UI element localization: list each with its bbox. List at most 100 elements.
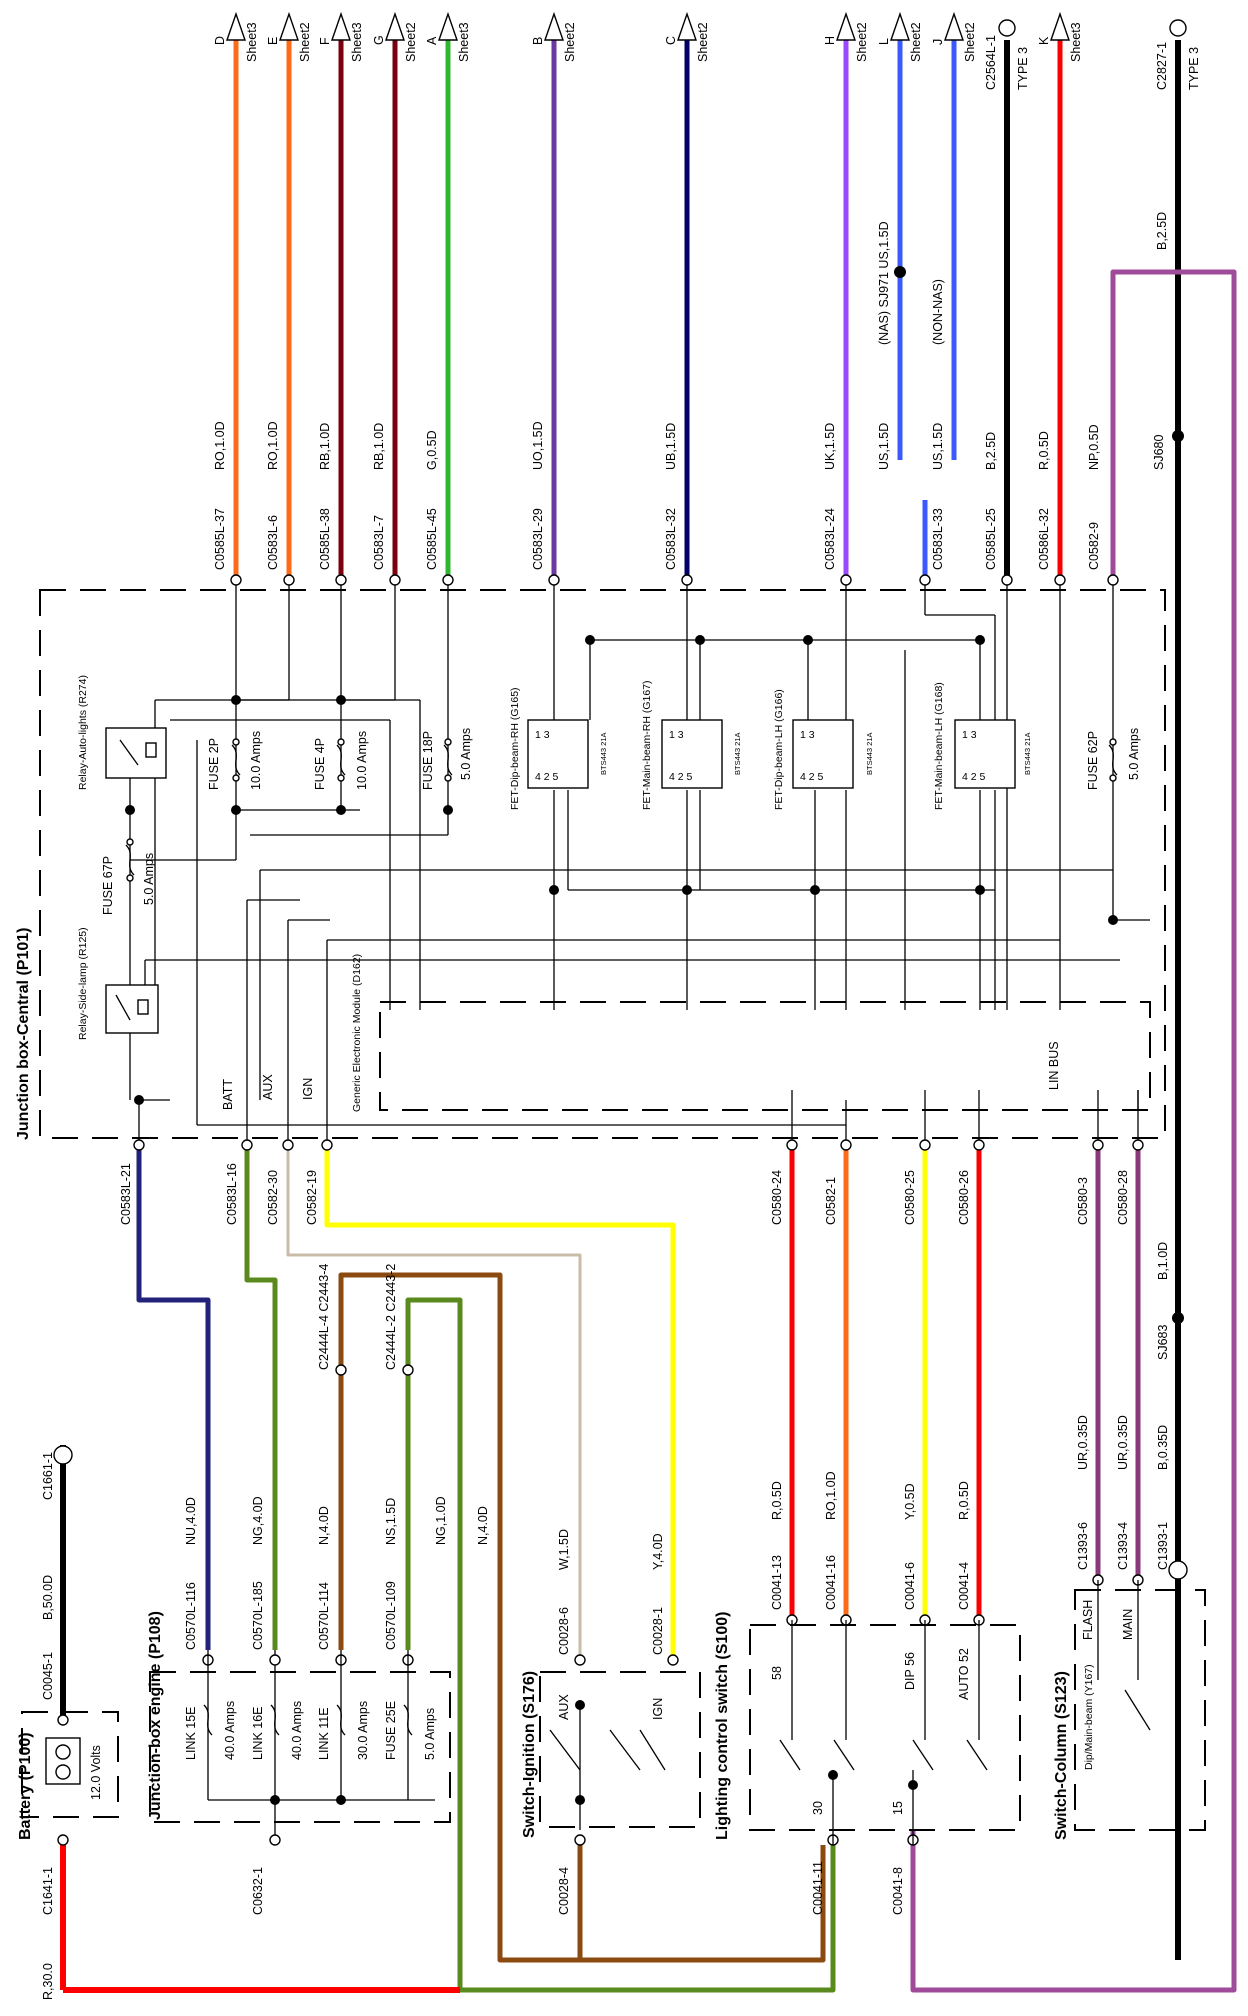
col-ur2: UR,0.35D	[1116, 1415, 1130, 1470]
jbe-link15-name: LINK 15E	[184, 1706, 198, 1760]
connector-pin-icon	[1107, 574, 1119, 586]
fet-main-lh-part: BTS443 21A	[1023, 732, 1032, 775]
fuse-62p-label: FUSE 62P	[1086, 731, 1100, 790]
jbe-fuse25-name: FUSE 25E	[384, 1701, 398, 1760]
connector-pin-icon	[389, 574, 401, 586]
terminal-wire: UO,1.5D	[531, 421, 545, 470]
terminal-wire: B,2.5D	[1155, 212, 1169, 250]
nonnas-label: (NON-NAS)	[931, 279, 945, 345]
labels: Battery (P100) Junction-box engine (P108…	[15, 221, 1170, 2000]
connector-pin-icon	[786, 1139, 798, 1151]
fuse-18p-label: FUSE 18P	[421, 731, 435, 790]
batt-label: BATT	[221, 1079, 235, 1110]
terminal-wire: RO,1.0D	[213, 421, 227, 470]
svg-text:4 2 5: 4 2 5	[535, 771, 559, 783]
ign-ign: IGN	[651, 1698, 665, 1720]
terminal-wire: US,1.5D	[877, 423, 891, 470]
connector-pin-icon	[241, 1139, 253, 1151]
fet-dip-lh-label: FET-Dip-beam-LH (G166)	[773, 689, 785, 810]
connector-pin-icon	[973, 1139, 985, 1151]
terminal-connector: C0585L-37	[213, 508, 227, 570]
ls-c0041-4: C0041-4	[957, 1562, 971, 1610]
svg-text:4 2 5: 4 2 5	[669, 771, 693, 783]
nas-label: (NAS) SJ971 US,1.5D	[877, 221, 891, 345]
terminal-sheet: TYPE 3	[1187, 47, 1201, 90]
col-b035: B,0.35D	[1156, 1425, 1170, 1470]
connector-pin-icon	[282, 1139, 294, 1151]
terminal-sheet: Sheet3	[350, 22, 364, 62]
col-main: MAIN	[1121, 1609, 1135, 1640]
col-flash: FLASH	[1081, 1600, 1095, 1640]
jbe-links	[149, 1650, 451, 1823]
battery-c1641: C1641-1	[41, 1867, 55, 1915]
connector-pin-icon	[57, 1714, 69, 1726]
terminal-wire: G,0.5D	[425, 430, 439, 470]
fuse-4p-label: FUSE 4P	[313, 738, 327, 790]
arrow-up-icon	[331, 11, 351, 41]
fet-dip-rh-part: BTS443 21A	[599, 732, 608, 775]
terminal-letter: J	[931, 39, 945, 45]
relay-auto-lights	[105, 727, 167, 779]
jbe-fuse25-rating: 5.0 Amps	[423, 1708, 437, 1760]
col-sj683: SJ683	[1156, 1325, 1170, 1360]
fuse62-conn: C0582-9	[1087, 522, 1101, 570]
relay-side-label: Relay-Side-lamp (R125)	[77, 927, 89, 1040]
terminal-connector: C0583L-32	[664, 508, 678, 570]
jbe-link11-name: LINK 11E	[317, 1707, 331, 1760]
connector-pin-icon	[840, 1139, 852, 1151]
fuse-67p-label: FUSE 67P	[101, 856, 115, 915]
column-title: Switch-Column (S123)	[1053, 1671, 1070, 1840]
connector-pin-icon	[1092, 1139, 1104, 1151]
ign-y4: Y,4.0D	[651, 1533, 665, 1570]
ignition-switch	[539, 1671, 701, 1830]
arrow-up-icon	[279, 11, 299, 41]
fuse-67p-rating: 5.0 Amps	[142, 853, 156, 905]
svg-text:4 2 5: 4 2 5	[962, 771, 986, 783]
terminal-ring-icon	[1169, 19, 1187, 37]
terminal-connector: C0583L-29	[531, 508, 545, 570]
terminal-wire: RB,1.0D	[318, 423, 332, 470]
connector-pin-icon	[840, 574, 852, 586]
terminal-letter: A	[425, 36, 439, 45]
col-c1393-6: C1393-6	[1076, 1522, 1090, 1570]
connector-pin-icon	[133, 1139, 145, 1151]
n4-label: N,4.0D	[476, 1506, 490, 1545]
connector-pin-icon	[574, 1654, 586, 1666]
jbe-link11-rating: 30.0 Amps	[356, 1701, 370, 1760]
connector-pin-icon	[230, 574, 242, 586]
svg-text:1 3: 1 3	[962, 729, 977, 741]
terminal-sheet: Sheet2	[909, 22, 923, 62]
col-b10: B,1.0D	[1156, 1242, 1170, 1280]
connector-pin-icon	[57, 1834, 69, 1846]
ls-r05a: R,0.5D	[770, 1481, 784, 1520]
jbe-link16-rating: 40.0 Amps	[290, 1701, 304, 1760]
jbe-link16-name: LINK 16E	[251, 1706, 265, 1760]
terminal-connector: C0583L-24	[823, 508, 837, 570]
arrow-up-icon	[226, 11, 246, 41]
battery-c0045: C0045-1	[41, 1652, 55, 1700]
ign-c0028-4: C0028-4	[557, 1867, 571, 1915]
central-junction-box	[39, 589, 1166, 1139]
ls-c0041-16: C0041-16	[824, 1555, 838, 1610]
terminal-wire: US,1.5D	[931, 423, 945, 470]
connector-pin-icon	[919, 574, 931, 586]
conn-c0580-25: C0580-25	[903, 1170, 917, 1225]
ls-15: 15	[891, 1801, 905, 1815]
ign-w15: W,1.5D	[557, 1529, 571, 1570]
terminal-ring-icon	[998, 19, 1016, 37]
terminal-wire: UK,1.5D	[823, 423, 837, 470]
ign-aux: AUX	[557, 1694, 571, 1720]
battery-b50: B,50.0D	[41, 1575, 55, 1620]
terminal-sheet: Sheet2	[855, 22, 869, 62]
fet-dip-lh: 1 3 4 2 5	[792, 719, 854, 789]
connector-pin-icon	[919, 1139, 931, 1151]
terminal-sheet: Sheet3	[245, 22, 259, 62]
arrow-up-icon	[385, 11, 405, 41]
